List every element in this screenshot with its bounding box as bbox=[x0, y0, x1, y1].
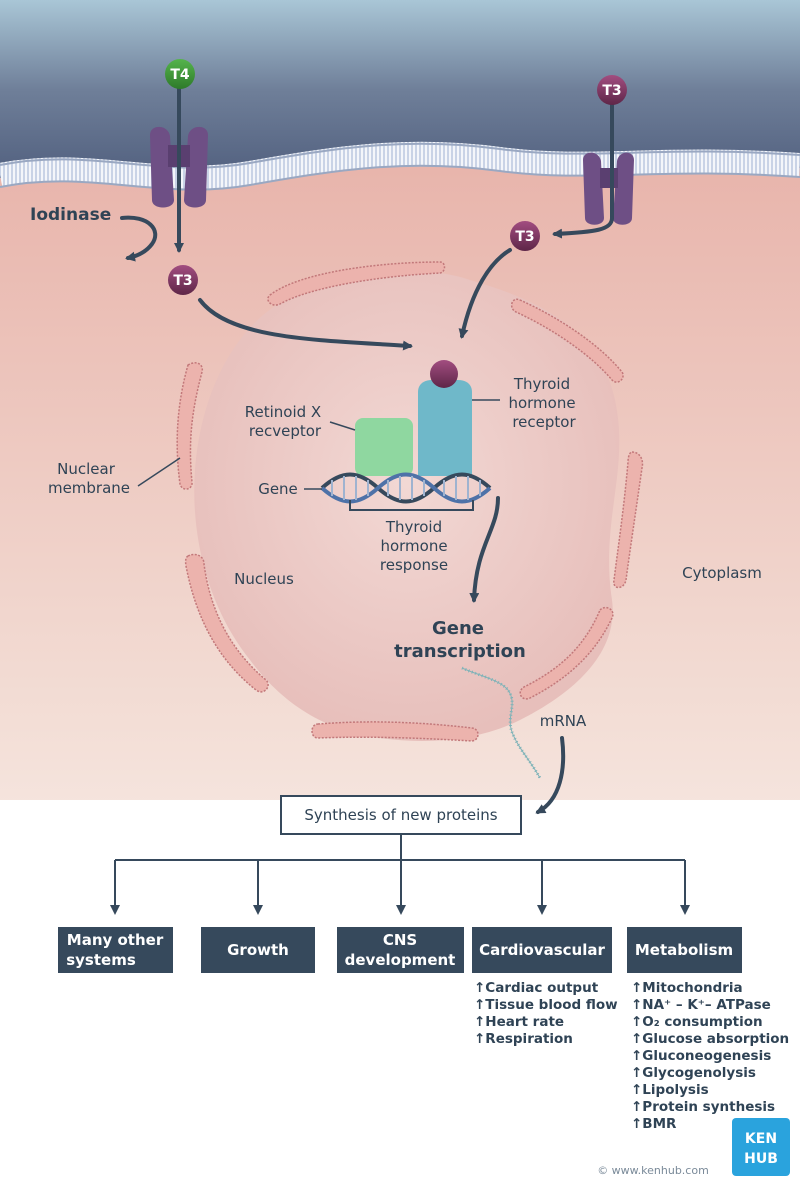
thyroid-hormone-receptor-shape bbox=[418, 380, 472, 476]
metabolism-effect-item: ↑BMR bbox=[631, 1116, 677, 1132]
metabolism-effect-item: ↑Mitochondria bbox=[631, 980, 743, 996]
response-label-line3: response bbox=[380, 556, 448, 574]
metabolism-effect-item: ↑Lipolysis bbox=[631, 1082, 709, 1098]
iodinase-label: Iodinase bbox=[30, 205, 111, 225]
t3-entry-arrow bbox=[552, 216, 614, 239]
metabolism-effects-list: ↑Mitochondria↑NA⁺ – K⁺– ATPase↑O₂ consum… bbox=[631, 980, 789, 1132]
dna-helix bbox=[320, 472, 492, 504]
t4-transporter bbox=[150, 126, 208, 208]
t3-label-extracellular: T3 bbox=[602, 83, 621, 99]
metabolism-effect-item: ↑Glycogenolysis bbox=[631, 1065, 756, 1081]
metabolism-effect-item: ↑O₂ consumption bbox=[631, 1014, 763, 1030]
cardiovascular-effect-item: ↑Tissue blood flow bbox=[474, 997, 618, 1013]
copyright-text: © www.kenhub.com bbox=[597, 1164, 709, 1177]
mrna-label: mRNA bbox=[540, 712, 587, 730]
rxr-label-line2: recveptor bbox=[249, 422, 322, 440]
thr-label-line2: hormone bbox=[508, 394, 575, 412]
thr-label-line1: Thyroid bbox=[513, 375, 570, 393]
synthesis-label: Synthesis of new proteins bbox=[304, 806, 497, 824]
target-box-metabolism: Metabolism bbox=[627, 927, 742, 973]
nucleus-label: Nucleus bbox=[234, 570, 294, 588]
cardiovascular-effect-item: ↑Respiration bbox=[474, 1031, 573, 1047]
nuclear-envelope bbox=[176, 261, 644, 742]
metabolism-effect-item: ↑Gluconeogenesis bbox=[631, 1048, 771, 1064]
target-metabolism-label: Metabolism bbox=[635, 941, 733, 959]
cytoplasm-label: Cytoplasm bbox=[682, 564, 762, 582]
nuclear-membrane-label-line1: Nuclear bbox=[57, 460, 116, 478]
t3-molecule-extracellular: T3 bbox=[597, 75, 627, 105]
metabolism-effect-item: ↑NA⁺ – K⁺– ATPase bbox=[631, 997, 771, 1013]
synthesis-box bbox=[280, 795, 522, 835]
response-bracket bbox=[349, 500, 474, 511]
target-box-many-other-systems: Many other systems bbox=[58, 927, 173, 973]
target-box-growth: Growth bbox=[201, 927, 315, 973]
mrna-backbone bbox=[461, 667, 541, 779]
t4-molecule: T4 bbox=[165, 59, 195, 89]
transcription-arrow bbox=[469, 496, 500, 603]
cardiovascular-effect-item: ↑Heart rate bbox=[474, 1014, 564, 1030]
target-growth-label: Growth bbox=[227, 941, 289, 959]
nuclear-membrane-leader bbox=[137, 457, 181, 487]
target-cns-line2: development bbox=[345, 951, 456, 969]
t3-to-receptor-arrow-left bbox=[198, 298, 413, 351]
cardiovascular-effects-list: ↑Cardiac output↑Tissue blood flow↑Heart … bbox=[474, 980, 618, 1047]
membrane-outer-line bbox=[0, 142, 800, 169]
cardiovascular-effect-item: ↑Cardiac output bbox=[474, 980, 599, 996]
thr-label-line3: receptor bbox=[512, 413, 576, 431]
target-cardiovascular-label: Cardiovascular bbox=[479, 941, 605, 959]
nuclear-membrane-label-line2: membrane bbox=[48, 479, 130, 497]
gene-transcription-label-line1: Gene bbox=[432, 618, 484, 639]
logo-line1: KEN bbox=[745, 1131, 777, 1147]
bound-t3-ball bbox=[430, 360, 458, 388]
kenhub-logo: KEN HUB bbox=[732, 1118, 790, 1176]
rxr-label-line1: Retinoid X bbox=[245, 403, 321, 421]
t3-to-receptor-arrow-right bbox=[458, 248, 512, 339]
target-many-other-line1: Many other bbox=[67, 931, 164, 949]
target-many-other-line2: systems bbox=[66, 951, 136, 969]
metabolism-effect-item: ↑Glucose absorption bbox=[631, 1031, 789, 1047]
logo-line2: HUB bbox=[744, 1151, 778, 1167]
iodinase-arrow bbox=[120, 215, 158, 262]
retinoid-x-receptor-shape bbox=[355, 418, 413, 476]
nucleus-body bbox=[194, 270, 620, 741]
t3-label-converted: T3 bbox=[173, 273, 192, 289]
response-label-line2: hormone bbox=[380, 537, 447, 555]
t3-transporter bbox=[583, 152, 634, 225]
target-box-cns-development: CNS development bbox=[337, 927, 464, 973]
rxr-leader bbox=[329, 421, 356, 431]
target-cns-line1: CNS bbox=[383, 931, 417, 949]
t4-label: T4 bbox=[170, 67, 190, 83]
target-box-cardiovascular: Cardiovascular bbox=[472, 927, 612, 973]
membrane-inner-line bbox=[0, 164, 800, 191]
metabolism-effect-item: ↑Protein synthesis bbox=[631, 1099, 775, 1115]
t3-molecule-converted: T3 bbox=[168, 265, 198, 295]
t3-molecule-cytoplasm: T3 bbox=[510, 221, 540, 251]
gene-label: Gene bbox=[258, 480, 298, 498]
cell-membrane bbox=[0, 141, 800, 190]
target-branches bbox=[110, 860, 690, 915]
mrna-to-synthesis-arrow bbox=[535, 736, 566, 814]
t3-label-cytoplasm: T3 bbox=[515, 229, 534, 245]
response-label-line1: Thyroid bbox=[385, 518, 442, 536]
gene-transcription-label-line2: transcription bbox=[394, 641, 526, 662]
